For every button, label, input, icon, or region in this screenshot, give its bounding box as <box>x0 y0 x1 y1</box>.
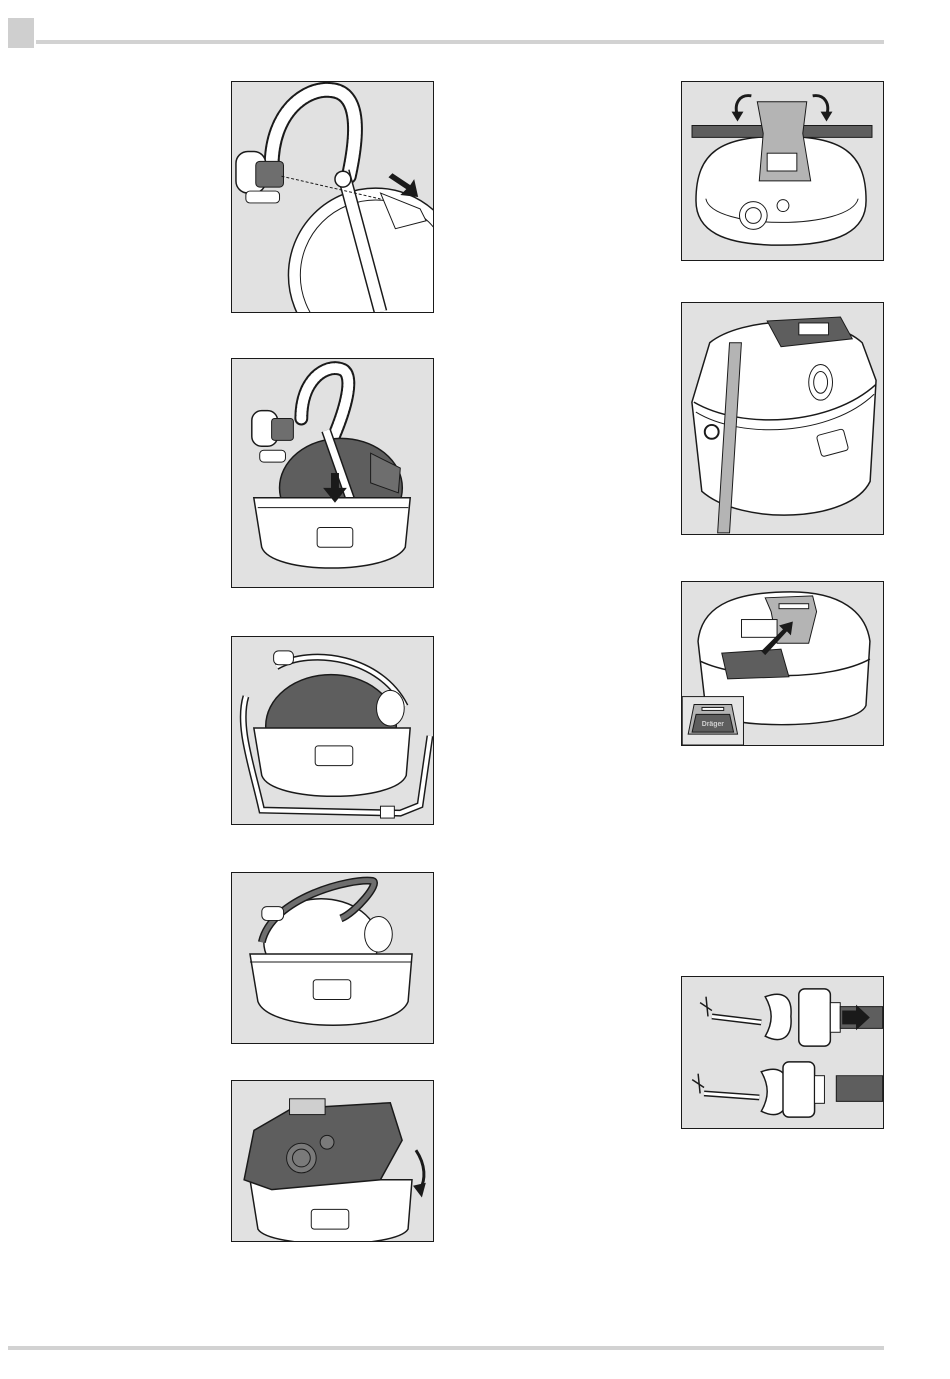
hose-connect-drawing <box>682 977 883 1128</box>
arrow-rotate-right-icon <box>821 112 833 122</box>
illustration-close-lid <box>231 1080 434 1242</box>
fold-harness-drawing <box>232 873 433 1043</box>
connector-bottom <box>692 1062 882 1117</box>
illustration-closed-case <box>681 302 884 535</box>
illustration-insert-tub <box>231 358 434 588</box>
corner-tab <box>8 18 34 48</box>
insert-tag-drawing: Dräger <box>682 582 883 745</box>
inset-tag-closeup: Dräger <box>682 697 743 745</box>
illustration-strap-rotate <box>681 81 884 261</box>
illustration-hose-connect <box>681 976 884 1129</box>
illustration-insert-tag: Dräger <box>681 581 884 746</box>
illustration-fold-harness <box>231 872 434 1044</box>
illustration-hose-detach <box>231 81 434 313</box>
footer-rule <box>8 1346 884 1350</box>
inset-tag-label: Dräger <box>702 721 725 728</box>
hose-detach-drawing <box>232 82 433 312</box>
header-rule <box>36 40 884 44</box>
strap-around-drawing <box>232 637 433 824</box>
strap-rotate-drawing <box>682 82 883 260</box>
illustration-strap-around <box>231 636 434 825</box>
closed-case-drawing <box>682 303 883 534</box>
close-lid-drawing <box>232 1081 433 1241</box>
insert-tub-drawing <box>232 359 433 587</box>
arrow-rotate-left-icon <box>732 112 744 122</box>
connector-top <box>700 989 883 1046</box>
arrow-curved-down-icon <box>413 1183 426 1198</box>
